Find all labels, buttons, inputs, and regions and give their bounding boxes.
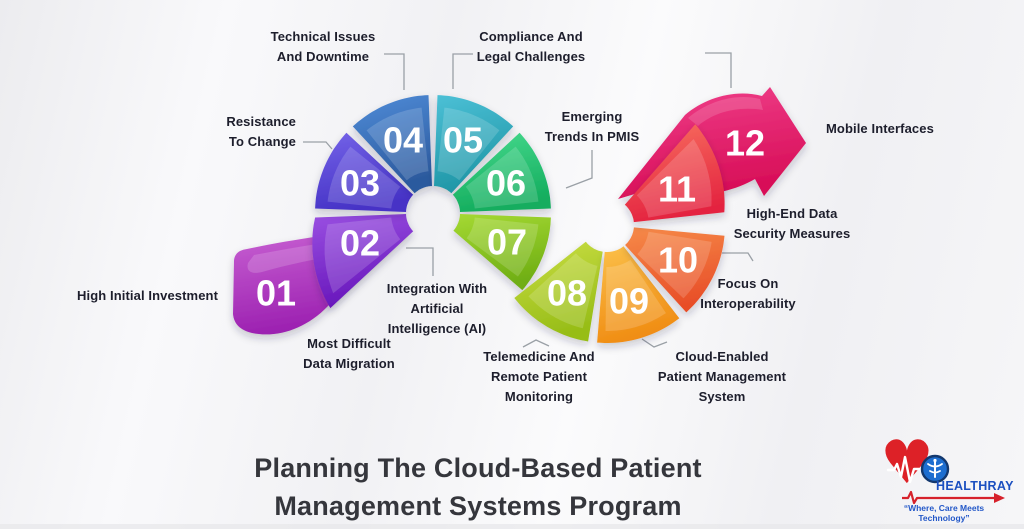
label-line: Integration With xyxy=(386,281,488,296)
leader-line xyxy=(406,247,434,276)
leader-line xyxy=(303,141,333,150)
label-line: Remote Patient xyxy=(490,369,588,384)
label-line: Trends In PMIS xyxy=(544,129,640,144)
step-07-label: Integration With Artificial Intelligence… xyxy=(357,279,517,339)
label-line: High Initial Investment xyxy=(77,288,218,303)
step-08-label: Telemedicine And Remote Patient Monitori… xyxy=(459,347,619,407)
segment-glass-highlight xyxy=(437,107,500,181)
segment-number: 07 xyxy=(487,222,527,263)
leader-line xyxy=(565,150,593,189)
label-line: Security Measures xyxy=(733,226,851,241)
segment-04 xyxy=(352,95,432,194)
segment-08 xyxy=(514,241,603,342)
segment-number: 04 xyxy=(383,120,423,161)
segment-09 xyxy=(597,246,680,343)
label-line: Emerging xyxy=(561,109,623,124)
step-09-label: Cloud-Enabled Patient Management System xyxy=(632,347,812,407)
segment-glass-highlight xyxy=(637,231,712,299)
page-title: Planning The Cloud-Based Patient Managem… xyxy=(137,449,819,525)
label-line: Interoperability xyxy=(700,296,796,311)
step-01-label: High Initial Investment xyxy=(28,286,218,306)
label-line: System xyxy=(698,389,746,404)
segment-number: 12 xyxy=(725,123,765,164)
segment-number: 01 xyxy=(256,273,296,314)
label-line: High-End Data xyxy=(746,206,838,221)
segment-glass-highlight xyxy=(324,217,401,294)
step-10-label: Focus On Interoperability xyxy=(668,274,828,314)
leader-line xyxy=(522,339,550,348)
label-line: Monitoring xyxy=(504,389,574,404)
label-line: Focus On xyxy=(717,276,779,291)
label-line: And Downtime xyxy=(276,49,370,64)
step-02-label: Most Difficult Data Migration xyxy=(269,334,429,374)
label-line: To Change xyxy=(228,134,296,149)
segment-number: 09 xyxy=(609,281,649,322)
label-line: Technical Issues xyxy=(270,29,376,44)
step-03-label: Resistance To Change xyxy=(166,112,296,152)
label-line: Most Difficult xyxy=(307,336,391,351)
segment-glass-highlight xyxy=(465,146,539,209)
segment-10 xyxy=(625,227,725,313)
logo-graphics xyxy=(886,454,1005,505)
segment-05 xyxy=(434,95,514,194)
leader-line xyxy=(705,52,732,88)
segment-11 xyxy=(624,124,725,223)
healthray-logo: ♥ HEALTHRAY “Where, Care Meets Technolog… xyxy=(878,433,1018,523)
label-line: Intelligence (AI) xyxy=(387,321,487,336)
leader-line xyxy=(452,53,473,89)
step-06-label: Emerging Trends In PMIS xyxy=(512,107,672,147)
segment-number: 10 xyxy=(658,240,698,281)
segment-glass-highlight xyxy=(528,253,598,329)
label-line: Artificial xyxy=(410,301,464,316)
title-line: Management Systems Program xyxy=(274,491,682,521)
segment-number: 03 xyxy=(340,163,380,204)
label-line: Resistance xyxy=(226,114,296,129)
segment-02 xyxy=(312,214,414,309)
segment-glass-highlight xyxy=(636,139,712,218)
ecg-line-icon xyxy=(886,455,925,484)
title-line: Planning The Cloud-Based Patient xyxy=(254,453,702,483)
segment-glass-highlight xyxy=(605,259,666,331)
label-line: Legal Challenges xyxy=(476,49,586,64)
segment-number: 11 xyxy=(658,169,696,210)
segment-06 xyxy=(452,132,551,212)
segment-glass-highlight xyxy=(466,217,539,277)
label-line: Telemedicine And xyxy=(483,349,595,364)
brand-name: HEALTHRAY xyxy=(936,479,1014,493)
segment-number: 08 xyxy=(547,273,587,314)
arrow-underline-icon xyxy=(902,490,1005,505)
segment-number: 05 xyxy=(443,120,483,161)
segment-number: 02 xyxy=(340,223,380,264)
step-05-label: Compliance And Legal Challenges xyxy=(451,27,611,67)
label-line: Compliance And xyxy=(479,29,583,44)
step-11-label: High-End Data Security Measures xyxy=(712,204,872,244)
label-line: Patient Management xyxy=(657,369,787,384)
segment-03 xyxy=(315,132,414,212)
leader-line xyxy=(384,53,405,90)
label-line: Mobile Interfaces xyxy=(826,121,934,136)
segment-glass-highlight xyxy=(327,146,401,209)
segment-07 xyxy=(453,214,551,291)
step-04-label: Technical Issues And Downtime xyxy=(243,27,403,67)
leader-line xyxy=(722,252,754,262)
leader-line xyxy=(641,338,668,348)
segment-number: 06 xyxy=(486,163,526,204)
brand-tagline: “Where, Care Meets Technology” xyxy=(903,503,985,523)
step-12-label: Mobile Interfaces xyxy=(826,119,996,139)
caduceus-icon xyxy=(927,458,943,478)
label-line: Data Migration xyxy=(303,356,395,371)
segment-glass-highlight xyxy=(366,107,429,181)
label-line: Cloud-Enabled xyxy=(675,349,769,364)
segment-12-highlight xyxy=(688,97,763,126)
